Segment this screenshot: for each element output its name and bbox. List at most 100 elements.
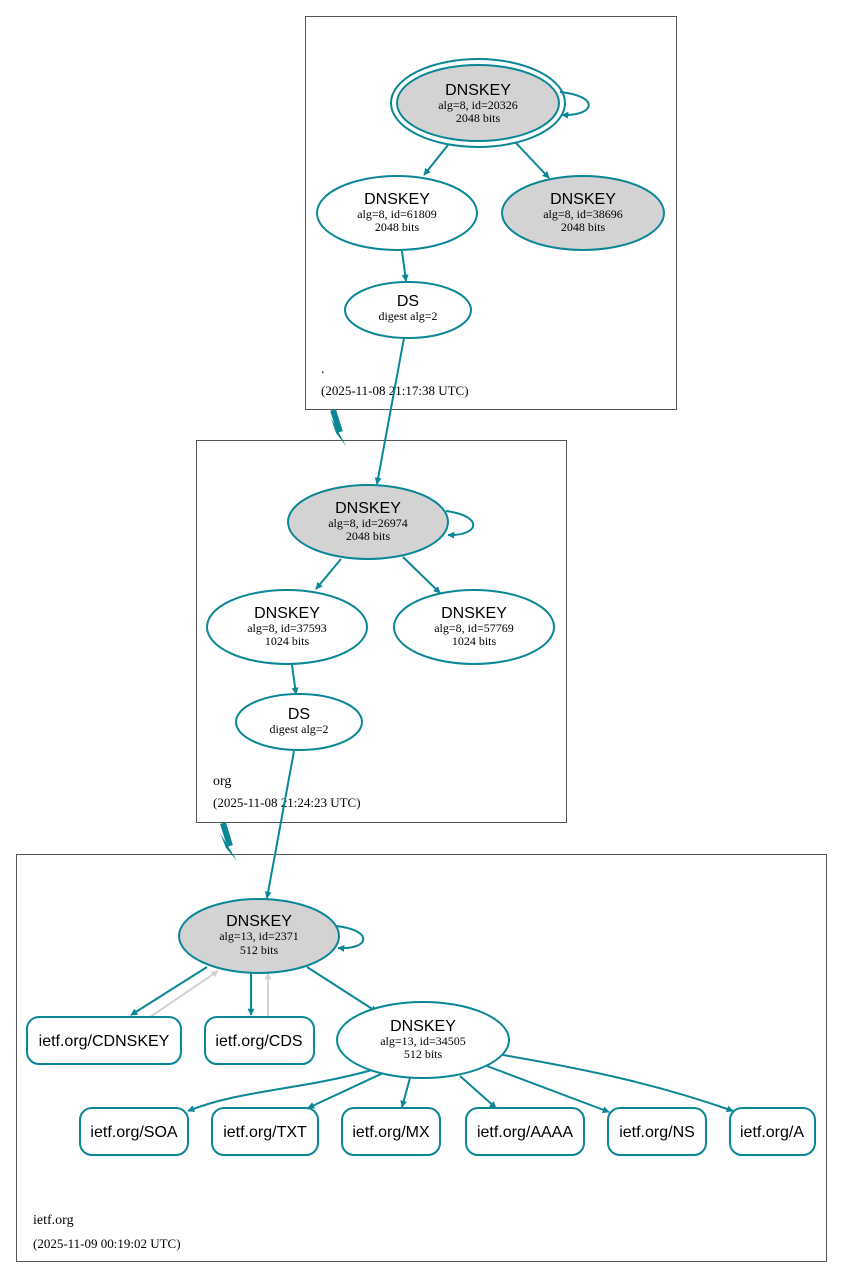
node-org-ksk[interactable]: DNSKEY alg=8, id=26974 2048 bits <box>287 484 449 560</box>
rrset-box <box>465 1107 585 1156</box>
node-line1: digest alg=2 <box>269 722 328 736</box>
node-line1: alg=13, id=34505 <box>380 1034 466 1048</box>
edge-ietf-zsk-a <box>502 1054 734 1113</box>
edge-org-ksk-zsk2 <box>402 556 441 594</box>
node-type: DNSKEY <box>390 1018 456 1035</box>
rrset-label: ietf.org/MX <box>352 1124 430 1141</box>
edge-ietf-ksk-self <box>335 925 365 952</box>
node-type: DNSKEY <box>441 605 507 622</box>
edges-ietf <box>130 925 734 1114</box>
node-line2: 512 bits <box>240 943 279 957</box>
zone-root-box <box>305 16 677 410</box>
node-line1: alg=8, id=61809 <box>357 207 437 221</box>
node-shape <box>316 175 478 251</box>
rrset-mx[interactable]: ietf.org/MX <box>341 1107 441 1156</box>
delegation-root-org-head <box>331 418 346 446</box>
edge-org-ksk-self <box>445 510 475 539</box>
edge-ietf-zsk-ns <box>486 1065 610 1114</box>
rrset-label: ietf.org/TXT <box>223 1124 307 1141</box>
zone-ietf-box <box>16 854 827 1262</box>
rrset-label: ietf.org/NS <box>619 1124 695 1141</box>
rrset-cds[interactable]: ietf.org/CDS <box>204 1016 315 1065</box>
node-line2: 2048 bits <box>375 220 420 234</box>
node-type: DNSKEY <box>226 913 292 930</box>
node-ietf-ksk[interactable]: DNSKEY alg=13, id=2371 512 bits <box>178 898 340 974</box>
node-shape <box>235 693 363 751</box>
edge-ietf-zsk-soa <box>187 1069 373 1112</box>
zone-root-name: . <box>321 362 325 377</box>
edge-ietf-zsk-mx <box>400 1077 411 1108</box>
node-root-zsk-61809[interactable]: DNSKEY alg=8, id=61809 2048 bits <box>316 175 478 251</box>
edge-org-zsk-ds <box>291 664 299 695</box>
rrset-box <box>607 1107 707 1156</box>
node-shape <box>287 484 449 560</box>
node-type: DNSKEY <box>445 82 511 99</box>
node-org-zsk-57769[interactable]: DNSKEY alg=8, id=57769 1024 bits <box>393 589 555 665</box>
node-line1: alg=8, id=57769 <box>434 621 514 635</box>
zone-org: org (2025-11-08 21:24:23 UTC) <box>196 440 567 823</box>
node-type: DNSKEY <box>335 500 401 517</box>
node-line2: 2048 bits <box>456 111 501 125</box>
delegation-org-ietf-head <box>220 833 237 861</box>
edge-ietf-ksk-cdnskey <box>130 966 208 1016</box>
rrset-aaaa[interactable]: ietf.org/AAAA <box>465 1107 585 1156</box>
node-line2: 1024 bits <box>452 634 497 648</box>
node-line2: 2048 bits <box>561 220 606 234</box>
node-line1: alg=13, id=2371 <box>219 929 299 943</box>
node-root-ksk-38696[interactable]: DNSKEY alg=8, id=38696 2048 bits <box>501 175 665 251</box>
node-type: DS <box>397 293 419 310</box>
node-type: DNSKEY <box>364 191 430 208</box>
edge-org-ksk-zsk1 <box>315 558 342 590</box>
rrset-ns[interactable]: ietf.org/NS <box>607 1107 707 1156</box>
edge-ietf-zsk-txt <box>307 1072 384 1109</box>
node-line1: alg=8, id=26974 <box>328 516 408 530</box>
node-org-zsk-37593[interactable]: DNSKEY alg=8, id=37593 1024 bits <box>206 589 368 665</box>
rrset-box <box>729 1107 816 1156</box>
edge-root-ds-orgksk <box>374 337 405 485</box>
rrset-txt[interactable]: ietf.org/TXT <box>211 1107 319 1156</box>
node-root-ksk[interactable]: DNSKEY alg=8, id=20326 2048 bits <box>390 58 566 148</box>
zone-ietf-timestamp: (2025-11-09 00:19:02 UTC) <box>33 1236 181 1251</box>
node-root-ds[interactable]: DS digest alg=2 <box>344 281 472 339</box>
node-type: DS <box>288 706 310 723</box>
node-line1: alg=8, id=37593 <box>247 621 327 635</box>
edge-ietf-ksk-zsk <box>306 966 378 1013</box>
rrset-a[interactable]: ietf.org/A <box>729 1107 816 1156</box>
rrset-box <box>204 1016 315 1065</box>
delegation-edges <box>220 409 346 861</box>
zone-ietf-name: ietf.org <box>33 1213 74 1228</box>
delegation-org-ietf <box>220 822 233 847</box>
edge-org-ds-ietfksk <box>264 750 295 899</box>
node-line2: 2048 bits <box>346 529 391 543</box>
node-shape <box>206 589 368 665</box>
node-line2: 512 bits <box>404 1047 443 1061</box>
zone-org-box <box>196 440 567 823</box>
node-type: DNSKEY <box>550 191 616 208</box>
edge-root-ksk-zsk <box>423 144 449 176</box>
node-ietf-zsk[interactable]: DNSKEY alg=13, id=34505 512 bits <box>336 1001 510 1079</box>
rrset-label: ietf.org/CDS <box>215 1033 302 1050</box>
edge-root-zsk-ds <box>401 250 409 282</box>
node-type: DNSKEY <box>254 605 320 622</box>
edges-org <box>264 510 475 899</box>
rrset-cdnskey[interactable]: ietf.org/CDNSKEY <box>26 1016 182 1065</box>
edge-root-ksk-ksk2 <box>515 142 550 179</box>
edge-ietf-zsk-aaaa <box>459 1075 497 1109</box>
node-shape <box>178 898 340 974</box>
rrset-box <box>26 1016 182 1065</box>
node-shape <box>393 589 555 665</box>
node-shape <box>336 1001 510 1079</box>
rrset-box <box>79 1107 189 1156</box>
node-shape <box>396 64 560 142</box>
zone-org-name: org <box>213 774 231 789</box>
node-ring-outer <box>390 58 566 148</box>
rrset-label: ietf.org/SOA <box>90 1124 177 1141</box>
node-org-ds[interactable]: DS digest alg=2 <box>235 693 363 751</box>
node-line2: 1024 bits <box>265 634 310 648</box>
rrset-label: ietf.org/A <box>740 1124 804 1141</box>
node-shape <box>501 175 665 251</box>
delegation-root-org <box>330 409 343 433</box>
rrset-soa[interactable]: ietf.org/SOA <box>79 1107 189 1156</box>
zone-ietf: ietf.org (2025-11-09 00:19:02 UTC) <box>16 854 827 1262</box>
edge-root-ksk-self <box>559 91 590 119</box>
